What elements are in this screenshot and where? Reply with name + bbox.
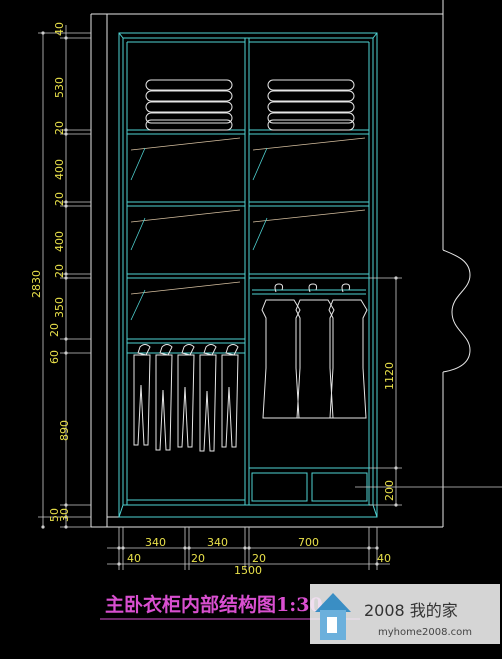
shelf-diagonals bbox=[130, 147, 268, 321]
dim-shelf-530: 530 bbox=[53, 77, 66, 98]
hanging-rod bbox=[252, 289, 366, 295]
dim-overall-height: 2830 bbox=[30, 270, 43, 298]
hanging-coats bbox=[261, 283, 368, 419]
left-dimension-texts: 2830 40 530 20 400 20 400 20 350 20 60 8… bbox=[30, 22, 71, 522]
hanging-trousers bbox=[133, 344, 239, 452]
dim-gap-20a: 20 bbox=[53, 121, 66, 135]
dim-shelf-350: 350 bbox=[53, 297, 66, 318]
dim-gap-20b: 20 bbox=[53, 192, 66, 206]
watermark-brand: 2008 我的家 bbox=[364, 601, 458, 620]
house-logo-icon bbox=[315, 593, 351, 640]
dim-rail-60: 60 bbox=[48, 350, 61, 364]
dim-width-340b: 340 bbox=[207, 536, 228, 549]
dim-drawer-200: 200 bbox=[383, 480, 396, 501]
bottom-dimension-texts: 340 340 700 40 20 20 40 1500 bbox=[127, 536, 391, 577]
shelf-reflections bbox=[130, 137, 366, 295]
dim-top-40: 40 bbox=[53, 22, 66, 36]
watermark-url: myhome2008.com bbox=[378, 627, 472, 638]
watermark: 2008 我的家 myhome2008.com bbox=[310, 584, 500, 644]
left-dimension-ticks bbox=[41, 31, 68, 529]
right-dimension-texts: 1120 200 bbox=[383, 362, 396, 501]
right-dimension-ticks bbox=[394, 276, 398, 507]
dim-shelf-400b: 400 bbox=[53, 231, 66, 252]
folded-clothes-left bbox=[145, 79, 233, 131]
dim-hang-890: 890 bbox=[58, 420, 71, 441]
dim-hang-1120: 1120 bbox=[383, 362, 396, 390]
dim-width-700: 700 bbox=[298, 536, 319, 549]
dim-right-40: 40 bbox=[377, 552, 391, 565]
dim-left-40: 40 bbox=[127, 552, 141, 565]
room-outline bbox=[90, 0, 471, 528]
bottom-dimension-ticks bbox=[117, 546, 379, 566]
wardrobe-cabinet bbox=[118, 32, 378, 518]
dim-gap-20c: 20 bbox=[53, 264, 66, 278]
dim-shelf-400a: 400 bbox=[53, 159, 66, 180]
dim-base-50: 50 bbox=[48, 508, 61, 522]
dim-gap-20d: 20 bbox=[48, 323, 61, 337]
dim-base-30: 30 bbox=[58, 508, 71, 522]
dim-width-340a: 340 bbox=[145, 536, 166, 549]
drawing-title: 主卧衣柜内部结构图1:30 bbox=[105, 593, 323, 616]
dim-mid-20b: 20 bbox=[252, 552, 266, 565]
folded-clothes-right bbox=[267, 79, 355, 131]
dim-overall-width: 1500 bbox=[234, 564, 262, 577]
dim-mid-20a: 20 bbox=[191, 552, 205, 565]
